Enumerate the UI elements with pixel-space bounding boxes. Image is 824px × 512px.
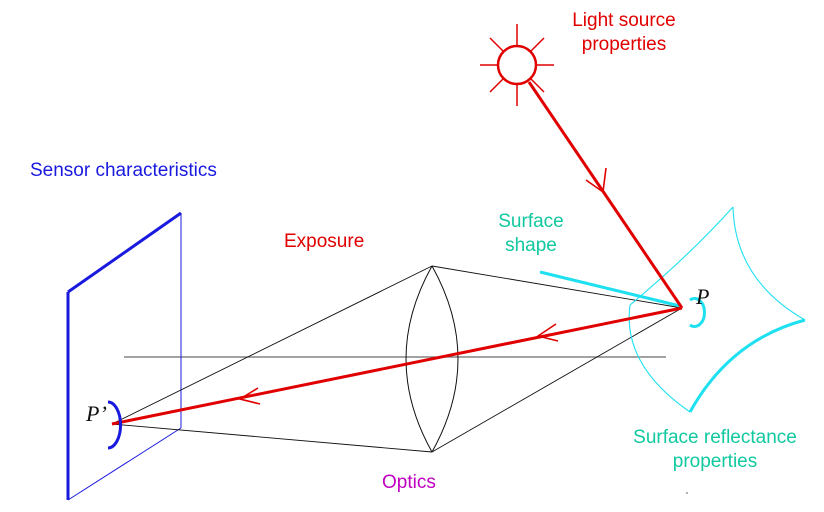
cone-ray-scene-bottom xyxy=(431,307,683,453)
point-p-prime-marker xyxy=(107,400,123,450)
surface-reflectance-label-line-2: properties xyxy=(672,451,758,472)
light-source-properties-label: Light source properties xyxy=(549,9,699,57)
lens-front-arc xyxy=(405,265,433,453)
surface-patch-top-edge xyxy=(629,206,734,306)
sensor-plane-edge-top xyxy=(67,211,182,294)
cone-ray-image-top xyxy=(111,265,433,425)
reflected-ray-arrowhead-near-sensor xyxy=(237,387,261,405)
surface-normal-arrow xyxy=(539,270,681,308)
point-p-marker xyxy=(689,297,706,328)
incident-light-ray xyxy=(527,81,684,309)
surface-patch-bottom-edge xyxy=(688,318,806,413)
light-source-label-line-1: Light source xyxy=(572,10,676,31)
sensor-plane-edge-bottom xyxy=(67,427,182,501)
light-source-label-line-2: properties xyxy=(581,34,667,55)
stray-dot xyxy=(686,492,688,494)
cone-ray-image-bottom xyxy=(111,423,433,453)
exposure-label: Exposure xyxy=(284,231,365,252)
cone-ray-scene-top xyxy=(431,265,683,309)
surface-shape-label-line-2: shape xyxy=(505,235,557,256)
reflected-light-ray xyxy=(111,306,683,426)
sensor-characteristics-label: Sensor characteristics xyxy=(30,160,217,181)
surface-reflectance-label-line-1: Surface reflectance xyxy=(633,427,797,448)
point-p-label: P xyxy=(696,284,710,309)
surface-shape-label: Surface shape xyxy=(486,210,576,258)
optics-label: Optics xyxy=(382,472,436,493)
reflected-ray-arrowhead-near-surface xyxy=(536,323,559,342)
lens-back-arc xyxy=(431,265,459,453)
surface-reflectance-properties-label: Surface reflectance properties xyxy=(610,426,820,474)
incident-ray-arrowhead xyxy=(585,167,607,194)
surface-patch-right-edge xyxy=(732,206,806,321)
point-p-prime-label: P’ xyxy=(86,401,107,426)
light-source-rays xyxy=(480,24,554,106)
surface-shape-label-line-1: Surface xyxy=(498,211,564,232)
